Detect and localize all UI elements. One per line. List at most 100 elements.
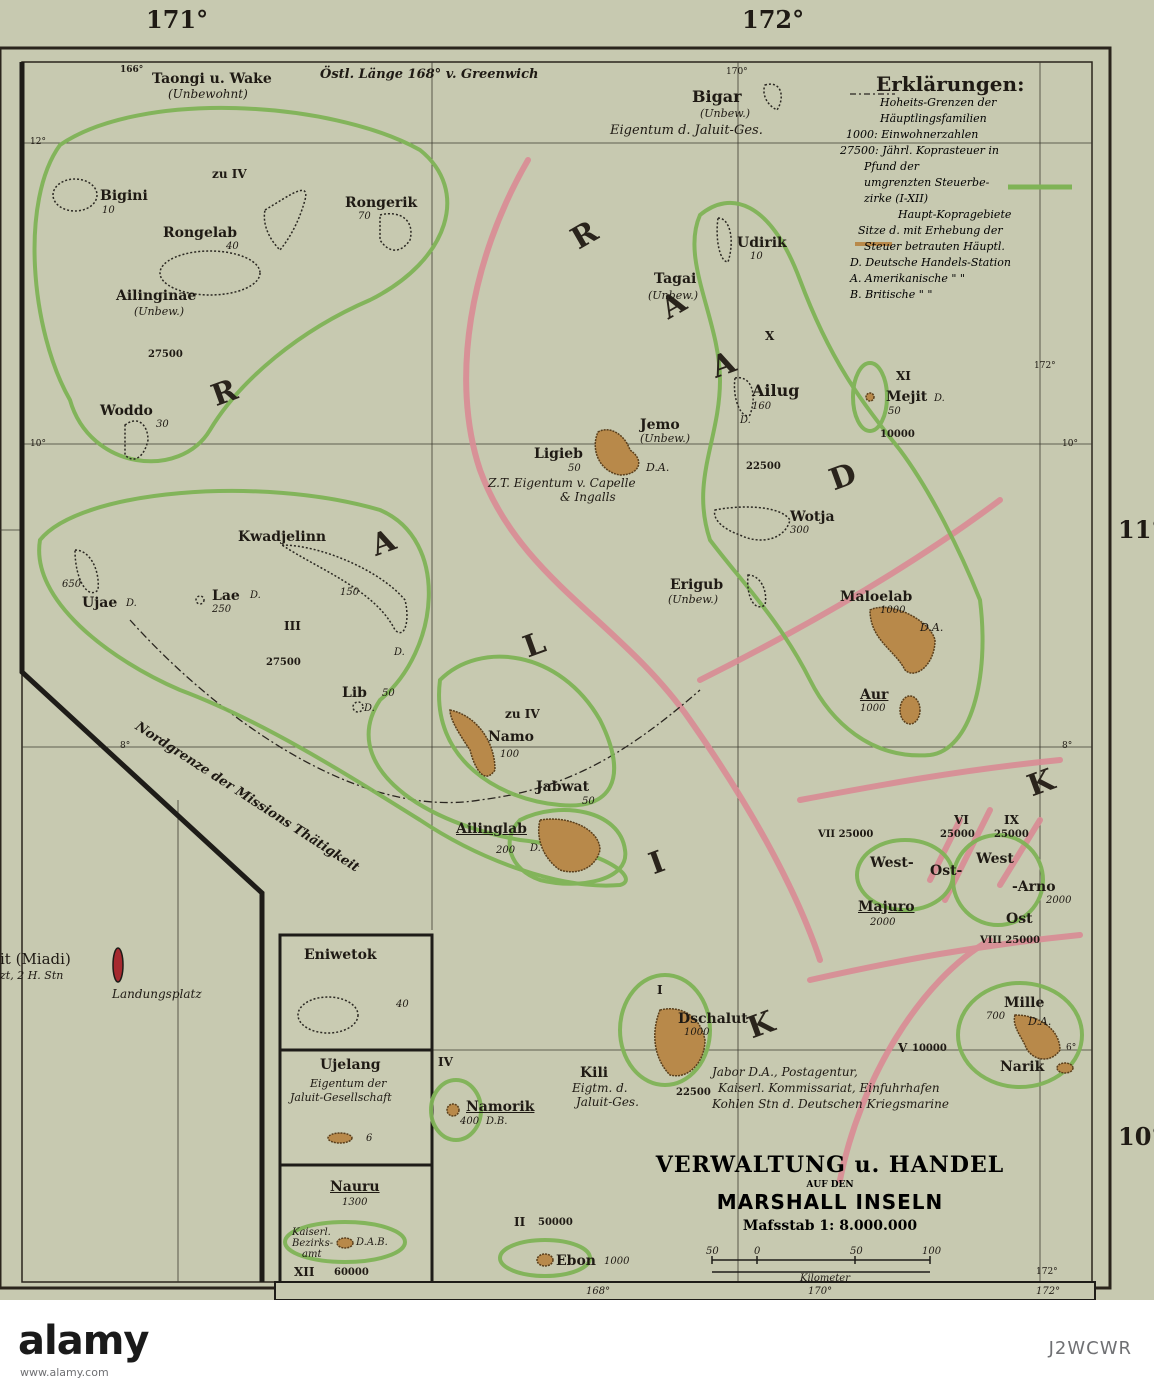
island-bigini-pop: 10 xyxy=(102,205,115,216)
island-namo-pop: 100 xyxy=(500,749,520,760)
island-bigini: Bigini xyxy=(100,188,148,204)
district-i: I xyxy=(657,983,663,997)
district-zu-iv-north: zu IV xyxy=(212,167,247,181)
legend: Erklärungen: Hoheits-Grenzen der Häuptli… xyxy=(840,74,1080,354)
island-erigub-note: (Unbew.) xyxy=(668,593,719,606)
tax-27500-ralik: 27500 xyxy=(266,657,301,668)
legend-line-5: Pfund der xyxy=(864,160,919,173)
lon-172-label: 172° xyxy=(742,5,805,34)
scale-tick-50-left: 50 xyxy=(706,1246,719,1257)
tax-22500-ratak: 22500 xyxy=(746,461,781,472)
island-miadi: it (Miadi) xyxy=(0,950,71,968)
island-udirik-pop: 10 xyxy=(750,251,763,262)
legend-title: Erklärungen: xyxy=(876,72,1025,96)
island-lib: Lib xyxy=(342,685,367,701)
scale-bar xyxy=(711,1256,931,1273)
district-iii: III xyxy=(284,619,301,633)
atolls xyxy=(52,83,791,1034)
legend-line-9: Sitze d. mit Erhebung der xyxy=(858,224,1003,237)
bottom-lon-168: 168° xyxy=(586,1286,611,1297)
island-ailinginae-note: (Unbew.) xyxy=(134,305,185,318)
island-jabwat: Jabwat xyxy=(536,779,590,795)
island-woddo-pop: 30 xyxy=(156,419,169,430)
island-mejit-station: D. xyxy=(934,393,945,404)
arno-west: West xyxy=(976,851,1014,867)
scale-tick-100: 100 xyxy=(922,1246,942,1257)
island-dschalut-pop: 1000 xyxy=(684,1027,710,1038)
watermark-image-id: J2WCWR xyxy=(1048,1338,1132,1359)
district-ix-tax: 25000 xyxy=(994,829,1029,840)
district-ix: IX xyxy=(1004,813,1019,827)
legend-line-1: Hoheits-Grenzen der xyxy=(880,96,997,109)
island-majuro: Majuro xyxy=(858,899,915,915)
district-vi: VI xyxy=(954,813,969,827)
inset-ujelang-pop: 6 xyxy=(366,1133,373,1144)
island-ailug-station: D. xyxy=(740,415,751,426)
tax-22500-dschalut: 22500 xyxy=(676,1087,711,1098)
island-namorik-pop: 400 xyxy=(460,1116,480,1127)
tax-27500-north: 27500 xyxy=(148,349,183,360)
island-mille-station: D.A. xyxy=(1028,1015,1052,1028)
inset-nauru-kaiserl: Kaiserl. xyxy=(292,1227,331,1238)
inset-nauru-amt: amt xyxy=(302,1249,322,1260)
island-aur: Aur xyxy=(860,687,889,703)
map-title-sub: AUF DEN xyxy=(806,1180,854,1190)
island-ailinglab-station: D. xyxy=(530,843,541,854)
island-mejit-pop: 50 xyxy=(888,406,901,417)
island-jemo: Jemo xyxy=(640,417,680,433)
district-vii: VII 25000 xyxy=(818,829,874,840)
district-vi-tax: 25000 xyxy=(940,829,975,840)
corner-lon-166: 166° xyxy=(120,65,144,75)
district-iv: IV xyxy=(438,1055,453,1069)
island-lae-station: D. xyxy=(250,590,261,601)
island-wotja: Wotja xyxy=(790,509,835,525)
island-rongelab-pop: 40 xyxy=(226,241,239,252)
island-ailug: Ailug xyxy=(752,381,800,400)
district-v: V xyxy=(898,1041,908,1055)
district-xi: XI xyxy=(896,369,911,383)
map-scale: Mafsstab 1: 8.000.000 xyxy=(742,1218,918,1234)
island-tagai: Tagai xyxy=(654,271,697,287)
legend-line-3: 1000: Einwohnerzahlen xyxy=(846,128,979,141)
scale-unit: Kilometer xyxy=(800,1273,851,1284)
watermark-url: www.alamy.com xyxy=(20,1366,109,1379)
island-ligieb: Ligieb xyxy=(534,446,583,462)
western-boundary-line xyxy=(19,62,265,1282)
miadi-island xyxy=(112,947,124,983)
legend-line-11: D. Deutsche Handels-Station xyxy=(850,256,1011,269)
bottom-strip xyxy=(274,1281,1096,1300)
inset-ujelang-owner: Eigentum der xyxy=(310,1077,387,1090)
inset-nauru: Nauru xyxy=(330,1179,380,1195)
district-viii: VIII 25000 xyxy=(980,935,1041,946)
island-lae: Lae xyxy=(212,588,240,604)
arno-ost: Ost xyxy=(1006,911,1033,927)
legend-line-12: A. Amerikanische " " xyxy=(850,272,965,285)
jabor-note-1: Jabor D.A., Postagentur, xyxy=(712,1065,858,1079)
island-ujae-station: D. xyxy=(126,598,137,609)
lat-mark-8-right: 8° xyxy=(1062,741,1073,751)
majuro-west: West- xyxy=(870,855,914,871)
island-maloelab-pop: 1000 xyxy=(880,605,906,616)
island-erigub: Erigub xyxy=(670,577,724,593)
island-namo: Namo xyxy=(488,729,535,745)
inset-nauru-station: D.A.B. xyxy=(356,1237,388,1248)
island-rongerik: Rongerik xyxy=(345,195,418,211)
inset-district-xii: XII xyxy=(294,1265,315,1279)
island-dschalut: Dschalut xyxy=(678,1011,748,1027)
taongi-label: Taongi u. Wake xyxy=(152,71,272,87)
lat-11-label: 11° xyxy=(1118,515,1154,544)
island-arno-pop: 2000 xyxy=(1046,895,1072,906)
island-lae-pop: 250 xyxy=(212,604,232,615)
lon-171-label: 171° xyxy=(146,5,209,34)
legend-line-4: 27500: Jährl. Koprasteuer in xyxy=(840,144,999,157)
lat-mark-6-right: 6° xyxy=(1066,1043,1077,1053)
lat-mark-10-right: 10° xyxy=(1062,439,1078,449)
inset-nauru-bezirks: Bezirks- xyxy=(292,1238,334,1249)
pink-boundaries xyxy=(463,157,1083,1183)
scale-tick-50: 50 xyxy=(850,1246,863,1257)
map-svg xyxy=(0,46,1112,1300)
inset-ujelang: Ujelang xyxy=(320,1057,381,1073)
copra-areas xyxy=(327,392,1074,1267)
island-rongelab: Rongelab xyxy=(163,225,238,241)
island-ebon-pop: 1000 xyxy=(604,1256,630,1267)
